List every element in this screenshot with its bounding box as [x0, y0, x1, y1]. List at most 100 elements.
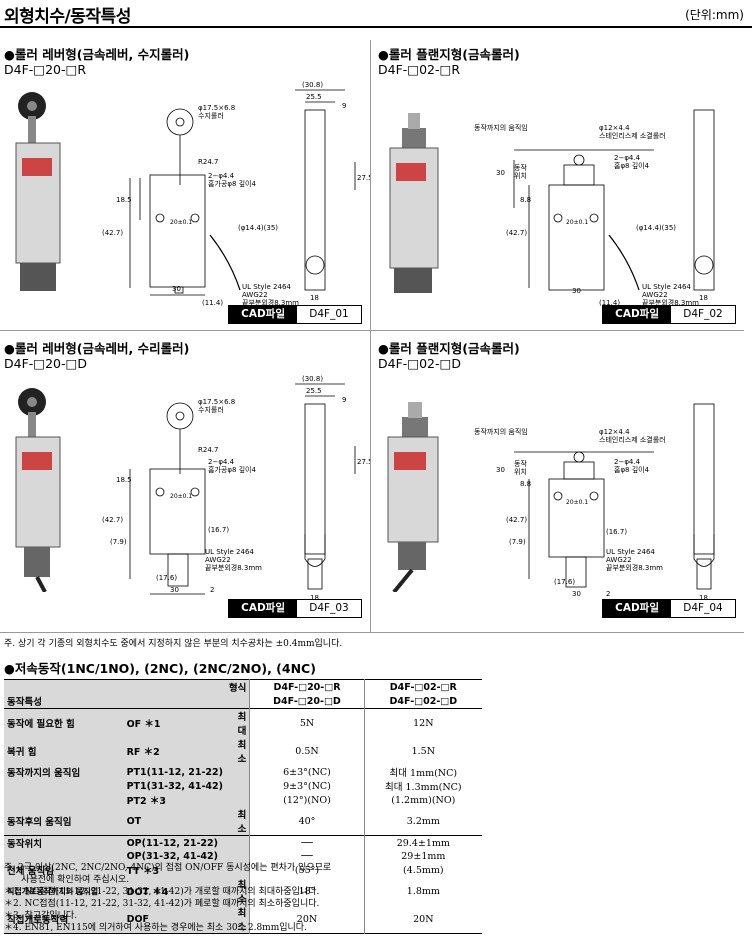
label-travel: 동작까지의 움직임	[474, 427, 528, 436]
dimension-drawing: 동작까지의 움직임 φ12×4.4 스테인리스제 소결롤러 2−φ4.4 홈φ8…	[474, 403, 715, 602]
col1-header-2: D4F-□20-□D	[249, 694, 365, 709]
table-cell: OP(31-32, 41-42)	[123, 850, 235, 863]
label-hole: 2−φ4.4	[208, 458, 235, 466]
panel-flange-r: ●롤러 플랜지형(금속롤러) D4F-□02-□R 동작까지의 움직임 φ12×…	[374, 40, 744, 330]
dim-30: 30	[172, 285, 181, 293]
table-row: OP(31-32, 41-42)──29±1mm	[4, 850, 482, 863]
table-cell: (4.5mm)	[403, 864, 444, 876]
table-cell: 동작까지의 움직임	[4, 765, 124, 779]
panel-lever-r: ●롤러 레버형(금속레버, 수지롤러) D4F-□20-□R φ17.5×6.8…	[0, 40, 370, 330]
footnote: 사용전에 확인하여 주십시오.	[4, 875, 130, 885]
table-cell: (12°)(NO)	[249, 793, 365, 807]
table-cell: 29.4±1mm	[396, 837, 450, 849]
cable-diameter: 끝부분외경8.3mm	[642, 298, 699, 307]
table-cell: 0.5N	[249, 737, 365, 765]
label-radius: R24.7	[198, 446, 218, 454]
corner-bottom: 동작특성	[4, 694, 251, 709]
table-cell: 동작후의 움직임	[4, 807, 124, 836]
switch-photo	[15, 92, 61, 291]
dim-20: 20±0.1	[566, 219, 588, 226]
col2-header-2: D4F-□02-□D	[389, 695, 458, 707]
panel-title: ●롤러 레버형(금속레버, 수지롤러)	[4, 47, 190, 62]
dim-18-5: 18.5	[116, 196, 132, 204]
dim-20: 20±0.1	[170, 493, 192, 500]
table-cell: 18°	[249, 877, 365, 905]
header-rule	[0, 26, 752, 28]
switch-photo	[15, 388, 61, 592]
panel-model: D4F-□20-□R	[4, 62, 87, 77]
dim-9: 9	[342, 396, 346, 404]
corner-top: 형식	[4, 679, 251, 694]
dim-30-8: (30.8)	[302, 81, 323, 89]
cable-style: UL Style 2464	[606, 548, 655, 556]
dim-30-8: (30.8)	[302, 375, 323, 383]
label-hole-depth: 홈φ8 깊이4	[614, 465, 650, 474]
label-hole-depth: 홈가공φ8 깊이4	[208, 179, 256, 188]
panel-title: ●롤러 플랜지형(금속롤러)	[378, 341, 520, 356]
table-cell: 1.5N	[411, 745, 436, 757]
dim-14-4: (φ14.4)(35)	[238, 224, 278, 232]
label-roller: φ12×4.4	[599, 124, 630, 132]
dim-9: 9	[342, 102, 346, 110]
dim-7-9: (7.9)	[509, 538, 526, 546]
cable-awg: AWG22	[606, 556, 632, 564]
dim-27-5: 27.5	[357, 174, 370, 182]
table-cell: 20N	[413, 913, 434, 925]
col1-header: D4F-□20-□R	[249, 679, 365, 694]
label-roller-type: 수지롤러	[198, 111, 224, 120]
switch-photo	[387, 402, 439, 592]
dim-42-7: (42.7)	[102, 516, 123, 524]
table-cell: ──	[249, 835, 365, 850]
dim-30: 30	[496, 169, 505, 177]
dim-2: 2	[210, 586, 214, 594]
table-cell	[234, 835, 251, 850]
label-position: 동작	[514, 163, 527, 172]
table-cell: 직접개로동작력	[4, 905, 124, 934]
label-roller-type: 스테인리스제 소결롤러	[599, 435, 666, 444]
table-cell: TT ＊3	[123, 863, 235, 877]
table-cell: 6±3°(NC)	[249, 765, 365, 779]
dim-30: 30	[170, 586, 179, 594]
table-cell: 최소	[234, 877, 251, 905]
label-position: 동작	[514, 459, 527, 468]
table-cell: PT1(31-32, 41-42)	[123, 779, 235, 793]
dim-11-4: (11.4)	[599, 299, 620, 307]
table-cell: 5N	[249, 708, 365, 737]
page-title: 외형치수/동작특성	[4, 7, 131, 27]
table-cell: (1.2mm)(NO)	[391, 794, 456, 806]
characteristics-table: 형식 D4F-□20-□R D4F-□02-□R 동작특성 D4F-□20-□D…	[4, 679, 482, 934]
dim-16-7: (16.7)	[208, 526, 229, 534]
table-cell: 40°	[249, 807, 365, 836]
table-cell: 최소	[234, 807, 251, 836]
table-cell: OP(11-12, 21-22)	[123, 835, 235, 850]
cable-awg: AWG22	[205, 556, 231, 564]
footnote: ＊1. NC접점(11-12, 21-22, 31-32, 41-42)가 개로…	[4, 887, 320, 897]
dim-20: 20±0.1	[170, 219, 192, 226]
table-cell: RF ＊2	[123, 737, 235, 765]
cable-awg: AWG22	[242, 291, 268, 299]
table-cell: PT1(11-12, 21-22)	[123, 765, 235, 779]
label-radius: R24.7	[198, 158, 218, 166]
table-cell	[234, 863, 251, 877]
cable-awg: AWG22	[642, 291, 668, 299]
dim-18: 18	[310, 294, 319, 302]
table-cell	[234, 765, 251, 779]
table-cell: 복귀 힘	[4, 737, 124, 765]
label-roller: φ17.5×6.8	[198, 398, 235, 406]
panel-title: ●롤러 레버형(금속레버, 수리롤러)	[4, 341, 190, 356]
label-roller-type: 수지롤러	[198, 405, 224, 414]
table-cell: 최대	[234, 708, 251, 737]
table-cell: OT	[123, 807, 235, 836]
dim-18: 18	[699, 294, 708, 302]
label-roller: φ12×4.4	[599, 428, 630, 436]
table-cell: 최대 1.3mm(NC)	[385, 782, 462, 793]
dim-20: 20±0.1	[566, 499, 588, 506]
table-cell: 20N	[249, 905, 365, 934]
table-cell	[234, 850, 251, 863]
label-roller: φ17.5×6.8	[198, 104, 235, 112]
table-cell: OF ＊1	[123, 708, 235, 737]
